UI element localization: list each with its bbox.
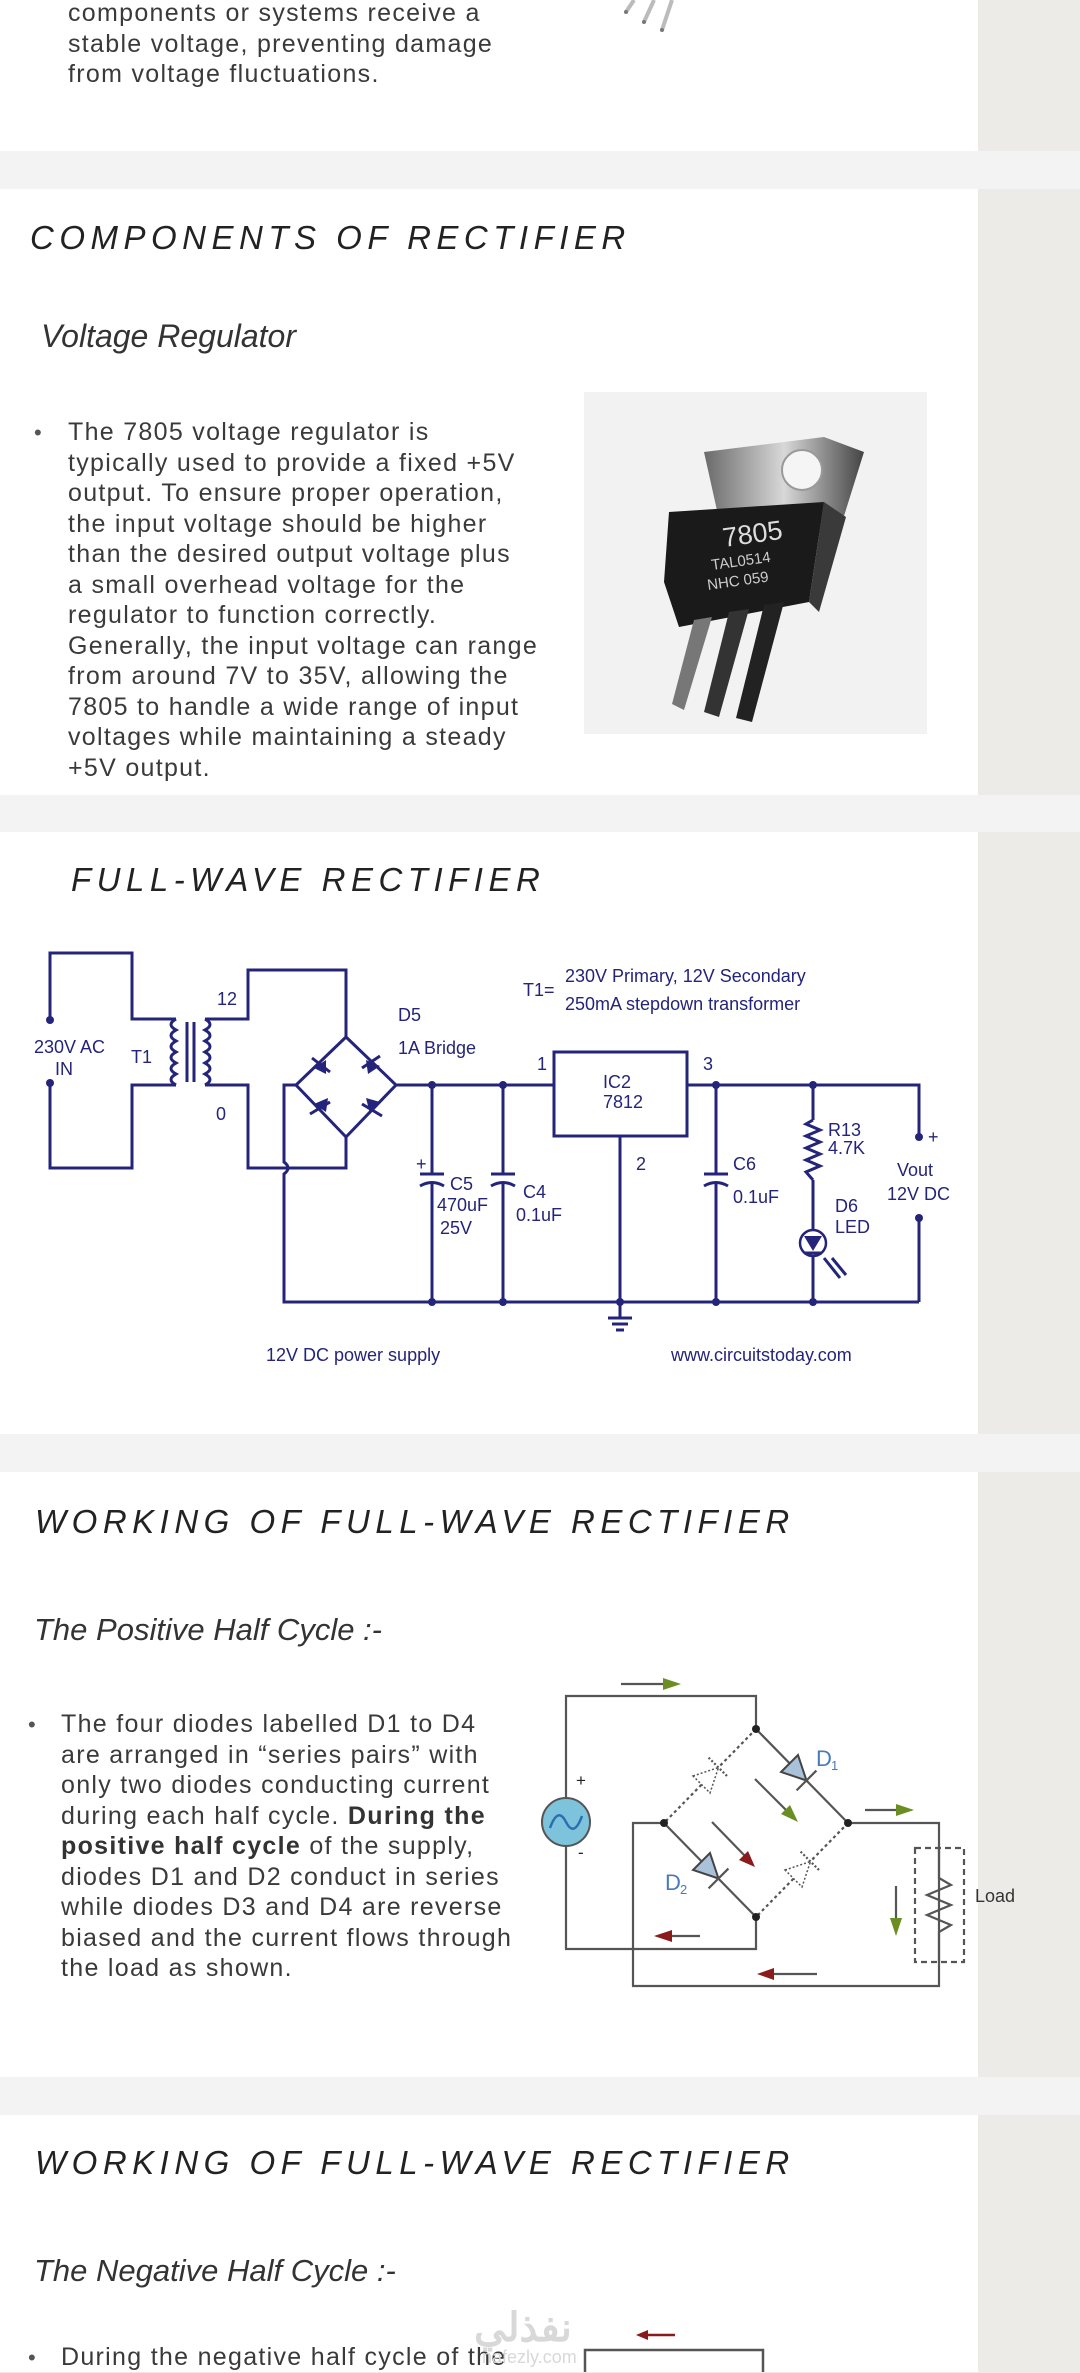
label: 1 <box>537 1054 547 1074</box>
component-leads-image <box>624 0 674 32</box>
wire <box>205 1083 348 1170</box>
section-heading: FULL-WAVE RECTIFIER <box>71 861 546 898</box>
label: 230V Primary, 12V Secondary <box>565 966 806 986</box>
power-supply-schematic: + 230V AC IN T1 12 0 D5 1A Bridge T1= 23… <box>34 951 950 1365</box>
resistor-r13 <box>802 1118 824 1181</box>
section-subheading: The Negative Half Cycle :- <box>34 2253 396 2288</box>
wire <box>687 1083 921 1137</box>
source-credit: www.circuitstoday.com <box>670 1345 852 1365</box>
intro-text: components or systems receive a stable v… <box>68 0 493 90</box>
bridge-diode-icon <box>309 1098 331 1116</box>
secondary-coil <box>201 1017 212 1087</box>
svg-text:+: + <box>416 1154 427 1174</box>
label: 0 <box>216 1104 226 1124</box>
section-heading: WORKING OF FULL-WAVE RECTIFIER <box>35 2144 795 2181</box>
label: 0.1uF <box>733 1187 779 1207</box>
label: C4 <box>523 1182 546 1202</box>
bullet-icon: • <box>28 1712 36 1737</box>
wire <box>205 968 348 1037</box>
section-subheading: The Positive Half Cycle :- <box>34 1612 382 1647</box>
bullet-icon: • <box>34 420 42 445</box>
label: C6 <box>733 1154 756 1174</box>
text-line: the load as shown. <box>61 1954 293 1982</box>
section-subheading: Voltage Regulator <box>41 318 296 354</box>
wire <box>48 951 176 1021</box>
text-line: typically used to provide a fixed +5V <box>68 448 516 477</box>
label: 1A Bridge <box>398 1038 476 1058</box>
text-line: voltages while maintaining a steady <box>68 723 507 751</box>
label: LED <box>835 1217 870 1237</box>
text-line: Generally, the input voltage can range <box>68 631 539 660</box>
label: R13 <box>828 1120 861 1140</box>
bridge-diode-icon <box>311 1056 331 1074</box>
section-divider <box>0 795 1080 832</box>
label: 250mA stepdown transformer <box>565 994 800 1014</box>
text-line: a small overhead voltage for the <box>68 570 466 599</box>
label: D5 <box>398 1005 421 1025</box>
label: 25V <box>440 1218 472 1238</box>
text-line: +5V output. <box>68 753 211 782</box>
text-line: are arranged in “series pairs” with <box>61 1740 479 1769</box>
watermark-url: nafezly.com <box>482 2347 577 2367</box>
label: + <box>928 1127 939 1147</box>
load-label: Load <box>975 1886 1015 1906</box>
caption: 12V DC power supply <box>266 1345 440 1365</box>
watermark-logo: نفذلي <box>474 2306 572 2350</box>
positive-half-cycle-text: The four diodes labelled D1 to D4 are ar… <box>61 1709 512 1984</box>
text-line: output. To ensure proper operation, <box>68 479 504 507</box>
label: Vout <box>897 1160 933 1180</box>
primary-coil <box>169 1017 180 1087</box>
label: T1 <box>131 1047 152 1067</box>
bridge-rectifier <box>293 1034 399 1140</box>
regulator-7805-image: 7805 TAL0514 NHC 059 <box>584 392 927 734</box>
label: D6 <box>835 1196 858 1216</box>
label: 4.7K <box>828 1138 865 1158</box>
label: 230V AC <box>34 1037 105 1057</box>
label: 7812 <box>603 1092 643 1112</box>
text-line: than the desired output voltage plus <box>68 540 511 568</box>
negative-cycle-diagram <box>583 2330 765 2372</box>
text-line: from voltage fluctuations. <box>68 60 380 88</box>
voltage-regulator-text: The 7805 voltage regulator is typically … <box>68 417 538 783</box>
ground-bus <box>282 1083 919 1304</box>
label: IC2 <box>603 1072 631 1092</box>
section-divider <box>0 1434 1080 1472</box>
label: 0.1uF <box>516 1205 562 1225</box>
text-line: The four diodes labelled D1 to D4 <box>61 1710 477 1738</box>
text-line: positive half cycle of the supply, <box>61 1832 475 1860</box>
text-line: biased and the current flows through <box>61 1923 513 1952</box>
terminal <box>46 1079 54 1087</box>
text-line: the input voltage should be higher <box>68 509 488 538</box>
text-line: diodes D1 and D2 conduct in series <box>61 1862 500 1891</box>
text-line: stable voltage, preventing damage <box>68 29 494 58</box>
text-line: components or systems receive a <box>68 0 481 27</box>
text-line: while diodes D3 and D4 are reverse <box>61 1893 503 1921</box>
intro-panel <box>0 0 978 151</box>
terminal <box>46 1016 54 1024</box>
negative-half-cycle-text: During the negative half cycle of the <box>61 2343 507 2371</box>
label: 12V DC <box>887 1184 950 1204</box>
bullet-icon: • <box>28 2345 36 2370</box>
section-heading: WORKING OF FULL-WAVE RECTIFIER <box>35 1503 795 1540</box>
section-heading: COMPONENTS OF RECTIFIER <box>30 219 631 256</box>
section-divider <box>0 151 1080 189</box>
text-line: only two diodes conducting current <box>61 1771 491 1799</box>
label: 12 <box>217 989 237 1009</box>
bridge-diode-icon <box>361 1098 383 1118</box>
bridge-diode-icon <box>361 1054 381 1074</box>
label: T1= <box>523 980 555 1000</box>
text-line: The 7805 voltage regulator is <box>68 418 430 446</box>
label: 2 <box>636 1154 646 1174</box>
text-line: 7805 to handle a wide range of input <box>68 692 520 721</box>
working-negative-panel <box>0 2115 978 2372</box>
wire <box>48 1083 176 1170</box>
text-line: from around 7V to 35V, allowing the <box>68 662 509 690</box>
text-line: during each half cycle. During the <box>61 1801 486 1830</box>
text-line: regulator to function correctly. <box>68 601 438 629</box>
section-divider <box>0 2077 1080 2115</box>
label: IN <box>55 1059 73 1079</box>
label: 3 <box>703 1054 713 1074</box>
label: 470uF <box>437 1195 488 1215</box>
label: C5 <box>450 1174 473 1194</box>
